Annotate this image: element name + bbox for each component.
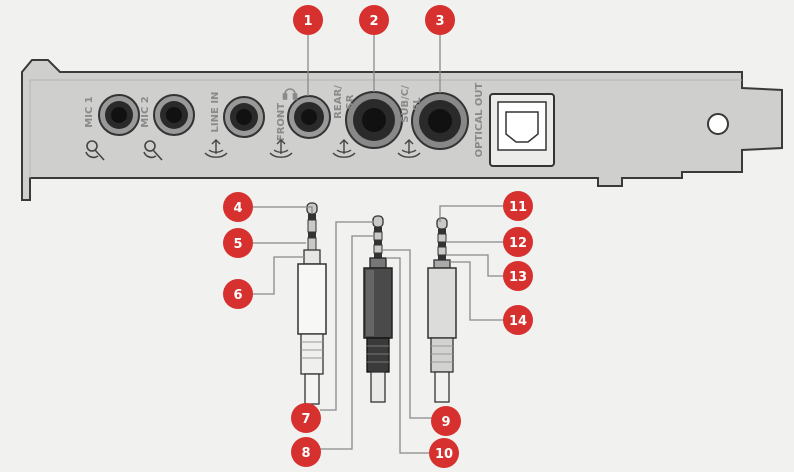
jack-label-sub-2: SL [412, 97, 423, 111]
callout-10: 10 [429, 438, 459, 468]
callout-5: 5 [223, 228, 253, 258]
callout-4-label: 4 [233, 201, 242, 216]
audio-wave-icon [204, 139, 228, 158]
jack-label-mic2: MIC 2 [140, 96, 151, 127]
callout-14-label: 14 [509, 314, 527, 329]
callout-8: 8 [291, 437, 321, 467]
callout-4: 4 [223, 192, 253, 222]
callout-6: 6 [223, 279, 253, 309]
optical-out-label: OPTICAL OUT [474, 82, 485, 157]
optical-out-port [489, 93, 555, 167]
callout-5-label: 5 [233, 237, 242, 252]
callout-13: 13 [503, 261, 533, 291]
audio-wave-icon [269, 139, 293, 158]
jack-label-mic1: MIC 1 [84, 96, 95, 127]
callout-2-label: 2 [369, 14, 378, 29]
pci-bracket [21, 59, 783, 201]
jack-label-rear-2: SR [345, 94, 356, 109]
callout-1: 1 [293, 5, 323, 35]
jack-line-in [223, 96, 265, 138]
bracket-screw-hole [707, 113, 729, 135]
bracket-inner-edge [29, 79, 742, 178]
callout-3: 3 [425, 5, 455, 35]
jack-label-front: FRONT [276, 103, 287, 141]
plug-a [297, 202, 327, 405]
microphone-icon [143, 140, 163, 161]
callout-6-label: 6 [233, 288, 242, 303]
callout-7-label: 7 [301, 412, 310, 427]
callout-13-label: 13 [509, 270, 527, 285]
leader-lines [252, 35, 504, 454]
callout-1-label: 1 [303, 14, 312, 29]
callout-11-label: 11 [509, 200, 527, 215]
jack-label-rear: REAR/ [333, 85, 344, 119]
callout-14: 14 [503, 305, 533, 335]
audio-wave-icon [332, 139, 356, 158]
headphone-icon [282, 88, 298, 100]
jack-rear [345, 91, 403, 149]
plug-b [363, 215, 393, 403]
jack-sub [411, 92, 469, 150]
callout-9: 9 [431, 406, 461, 436]
callout-11: 11 [503, 191, 533, 221]
callout-3-label: 3 [435, 14, 444, 29]
callout-10-label: 10 [435, 447, 453, 462]
callout-7: 7 [291, 403, 321, 433]
callout-12-label: 12 [509, 236, 527, 251]
audio-wave-icon [397, 139, 421, 158]
jack-mic2 [153, 94, 195, 136]
jack-label-line-in: LINE IN [210, 92, 221, 133]
callout-8-label: 8 [301, 446, 310, 461]
jack-mic1 [98, 94, 140, 136]
callout-9-label: 9 [441, 415, 450, 430]
callout-2: 2 [359, 5, 389, 35]
callout-12: 12 [503, 227, 533, 257]
jack-label-sub: SUB/C/ [400, 85, 411, 123]
microphone-icon [85, 140, 105, 161]
plug-c [427, 217, 457, 403]
jack-front [287, 95, 331, 139]
